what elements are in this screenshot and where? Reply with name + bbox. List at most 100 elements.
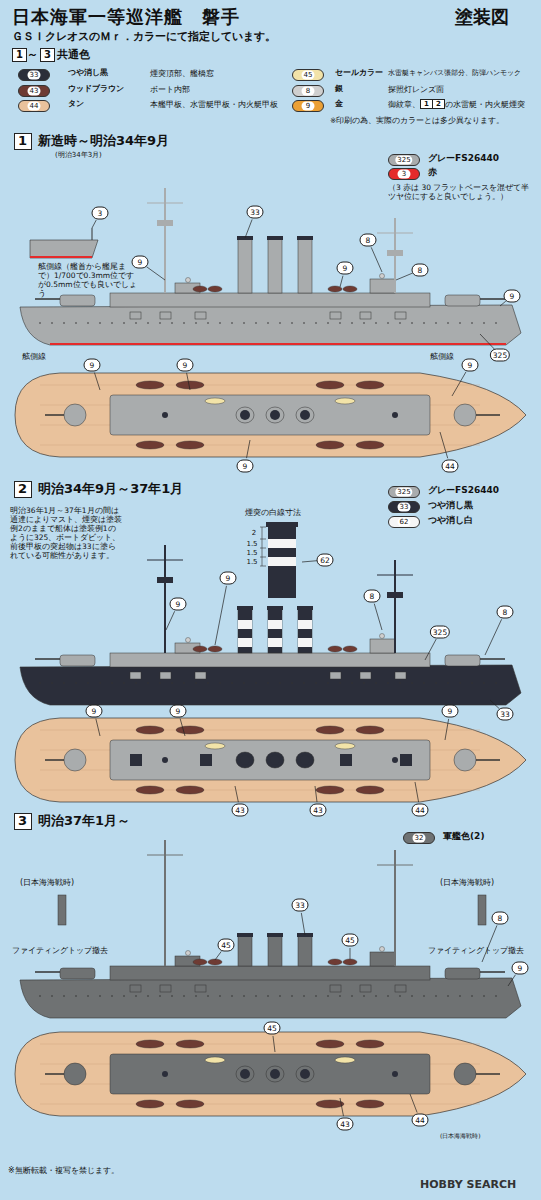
turret bbox=[445, 655, 480, 666]
porthole bbox=[447, 682, 449, 684]
callout-number: 9 bbox=[504, 290, 521, 303]
boat-pair bbox=[356, 1040, 384, 1108]
note-text: 舷側線 bbox=[22, 352, 46, 362]
funnel-mouth bbox=[270, 755, 280, 765]
funnel-dimension-drawing bbox=[260, 522, 298, 598]
leader-line bbox=[482, 925, 497, 962]
hull bbox=[20, 665, 521, 705]
dimension-value: 1.5 bbox=[246, 558, 257, 565]
callout-number: 44 bbox=[412, 1114, 429, 1127]
sail-boat bbox=[205, 1057, 225, 1063]
note-text: ※無断転載・複写を禁じます。 bbox=[8, 1166, 119, 1176]
color-number: 8 bbox=[302, 87, 315, 96]
funnel-mouth bbox=[300, 1069, 310, 1079]
leader-line bbox=[235, 786, 238, 802]
box-number: 1 bbox=[18, 133, 27, 148]
boat bbox=[356, 1100, 384, 1108]
porthole bbox=[315, 682, 317, 684]
porthole bbox=[255, 322, 257, 324]
color-name: 銀 bbox=[335, 84, 343, 94]
ship-side-view bbox=[20, 840, 521, 1018]
color-number: 325 bbox=[395, 156, 412, 165]
boat bbox=[316, 726, 344, 734]
dimension-tick bbox=[260, 566, 266, 567]
porthole bbox=[207, 322, 209, 324]
leader-line bbox=[485, 619, 502, 655]
sail-boat bbox=[335, 1057, 355, 1063]
porthole bbox=[243, 322, 245, 324]
callout-number: 325 bbox=[490, 349, 510, 362]
dimension-value: 1.5 bbox=[246, 540, 257, 547]
porthole bbox=[291, 322, 293, 324]
callout-number: 8 bbox=[360, 234, 377, 247]
porthole bbox=[111, 995, 113, 997]
note-text: 舷側線（艦首から艦尾まで）1/700で0.3mm位ですが0.5mm位でも良いでし… bbox=[38, 262, 138, 298]
funnel-cap bbox=[297, 236, 313, 240]
porthole bbox=[123, 682, 125, 684]
note-text: ファイティングトップ撤去 bbox=[12, 946, 108, 956]
boat bbox=[343, 959, 357, 965]
boat bbox=[356, 786, 384, 794]
dimension-tick bbox=[260, 557, 266, 558]
color-number: 33 bbox=[28, 71, 41, 80]
porthole bbox=[339, 682, 341, 684]
color-number: 43 bbox=[28, 87, 41, 96]
note-text: 塗装図 bbox=[455, 6, 509, 28]
porthole bbox=[387, 322, 389, 324]
note-text: (日本海海戦時) bbox=[440, 1132, 481, 1139]
box-number: 1 bbox=[16, 49, 23, 60]
gun-barrel bbox=[35, 658, 60, 660]
porthole bbox=[339, 995, 341, 997]
mast-base bbox=[392, 1071, 398, 1077]
porthole bbox=[99, 995, 101, 997]
porthole bbox=[495, 322, 497, 324]
superstructure bbox=[110, 1054, 430, 1094]
gun-barrel bbox=[480, 298, 505, 300]
deck bbox=[15, 1032, 526, 1116]
funnel bbox=[268, 238, 282, 293]
leader-line bbox=[315, 786, 317, 802]
color-number: 44 bbox=[28, 102, 41, 111]
superstructure bbox=[110, 966, 430, 980]
porthole bbox=[75, 995, 77, 997]
superstructure bbox=[110, 293, 430, 307]
searchlight bbox=[186, 638, 191, 643]
callout-number: 33 bbox=[497, 708, 514, 721]
porthole bbox=[147, 995, 149, 997]
funnel-cap bbox=[267, 606, 283, 610]
callout-number: 43 bbox=[232, 804, 249, 817]
color-number: 45 bbox=[302, 71, 315, 80]
funnel bbox=[238, 935, 252, 966]
callout-number: 44 bbox=[442, 460, 459, 473]
boat bbox=[136, 381, 164, 389]
hull bbox=[20, 978, 521, 1018]
bridge bbox=[370, 639, 395, 653]
funnel-cap bbox=[237, 606, 253, 610]
porthole bbox=[351, 682, 353, 684]
deck-fitting bbox=[340, 754, 352, 766]
note-text: 探照灯レンズ面 bbox=[388, 85, 444, 94]
porthole bbox=[111, 682, 113, 684]
leader-line bbox=[371, 247, 382, 272]
turret bbox=[445, 968, 480, 979]
note-text: 水雷艇キャンバス張部分、防弾ハンモック bbox=[388, 69, 521, 77]
color-name: タン bbox=[68, 99, 84, 109]
searchlight bbox=[380, 947, 385, 952]
callout-number: 33 bbox=[292, 899, 309, 912]
porthole bbox=[459, 995, 461, 997]
porthole bbox=[171, 995, 173, 997]
deck-plank bbox=[40, 1044, 480, 1045]
searchlight bbox=[186, 951, 191, 956]
porthole bbox=[255, 682, 257, 684]
porthole bbox=[231, 995, 233, 997]
searchlight bbox=[186, 278, 191, 283]
turret bbox=[454, 1063, 476, 1085]
porthole bbox=[399, 322, 401, 324]
note-text: (明治34年3月) bbox=[55, 151, 102, 159]
boot-top-line bbox=[50, 343, 506, 345]
deck-fitting bbox=[130, 754, 142, 766]
funnel-cap bbox=[266, 522, 298, 527]
callout-number: 45 bbox=[264, 1022, 281, 1035]
number-box: 2 bbox=[14, 481, 32, 498]
funnel-mouth bbox=[300, 410, 310, 420]
